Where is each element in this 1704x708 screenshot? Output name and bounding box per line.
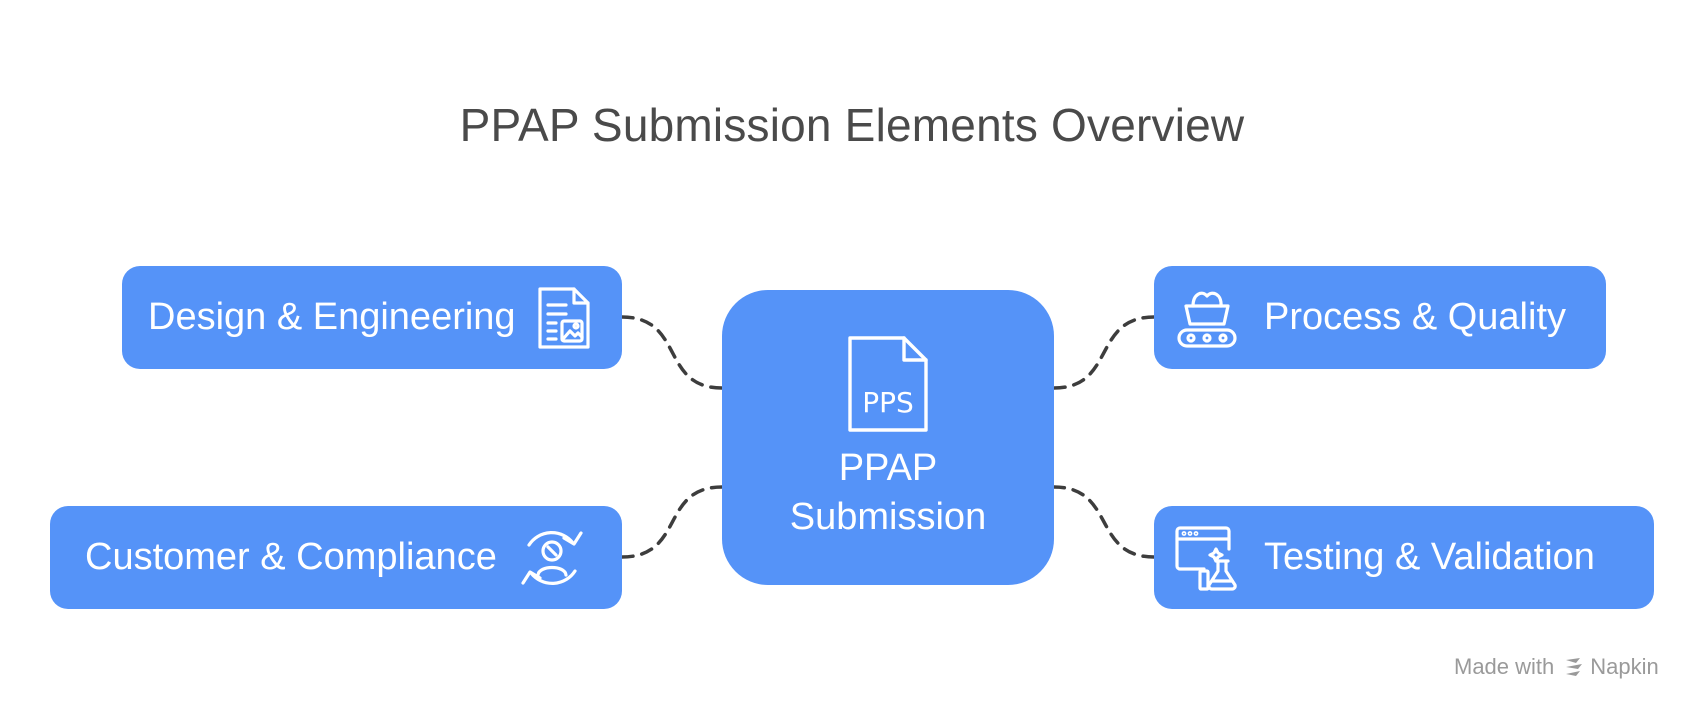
node-design-engineering[interactable]: Design & Engineering: [122, 266, 622, 369]
made-with-napkin-watermark[interactable]: Made with Napkin: [1454, 652, 1659, 682]
central-node-label: PPAP Submission: [789, 447, 987, 538]
connector-process: [1052, 315, 1156, 390]
user-cycle-icon: [521, 530, 583, 585]
watermark-prefix: Made with: [1454, 654, 1555, 679]
napkin-logo-icon: [1566, 658, 1583, 676]
diagram-title: PPAP Submission Elements Overview: [459, 99, 1245, 151]
document-image-icon: [537, 286, 590, 349]
node-label: Design & Engineering: [148, 296, 516, 338]
node-label: Customer & Compliance: [85, 536, 497, 578]
node-customer-compliance[interactable]: Customer & Compliance: [50, 506, 622, 609]
browser-flask-icon: [1175, 525, 1237, 591]
watermark-brand: Napkin: [1590, 654, 1659, 679]
node-label: Testing & Validation: [1264, 536, 1595, 578]
svg-text:PPS: PPS: [862, 386, 914, 419]
connector-customer: [620, 485, 724, 559]
connector-design: [620, 315, 724, 390]
pps-document-icon: PPS: [848, 336, 928, 432]
conveyor-belt-icon: [1177, 291, 1237, 348]
node-label: Process & Quality: [1264, 296, 1566, 338]
central-node-ppap-submission[interactable]: PPS PPAP Submission: [722, 290, 1054, 585]
connector-testing: [1052, 485, 1156, 559]
node-process-quality[interactable]: Process & Quality: [1154, 266, 1606, 369]
node-testing-validation[interactable]: Testing & Validation: [1154, 506, 1654, 609]
